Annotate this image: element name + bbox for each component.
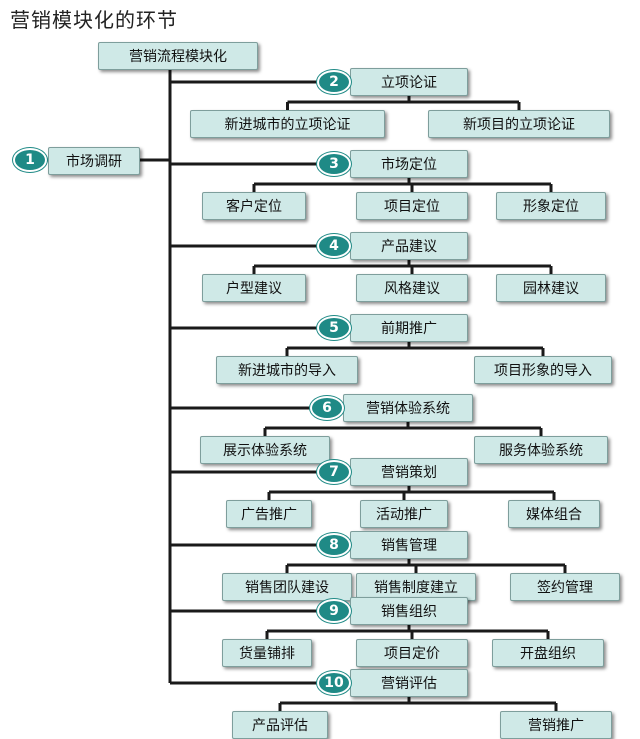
sub-node: 客户定位 (202, 192, 306, 220)
step-badge: 3 (317, 152, 351, 176)
step-badge: 10 (317, 671, 351, 695)
sub-node: 项目形象的导入 (474, 356, 612, 384)
sub-node: 开盘组织 (492, 639, 604, 667)
sub-node: 新进城市的导入 (216, 356, 358, 384)
sub-node: 形象定位 (496, 192, 606, 220)
sub-node: 活动推广 (360, 500, 448, 528)
sub-node: 新进城市的立项论证 (190, 110, 385, 138)
step-badge: 4 (317, 234, 351, 258)
sub-node: 户型建议 (202, 274, 306, 302)
section-node: 营销策划 (350, 458, 468, 486)
sub-node: 新项目的立项论证 (428, 110, 610, 138)
sub-node: 签约管理 (510, 573, 620, 601)
sub-node: 风格建议 (356, 274, 468, 302)
section-node: 营销体验系统 (343, 394, 473, 422)
research-node: 市场调研 (48, 147, 140, 175)
step-badge: 1 (13, 148, 47, 172)
step-badge: 9 (317, 599, 351, 623)
section-node: 销售管理 (350, 531, 468, 559)
step-badge: 2 (317, 70, 351, 94)
sub-node: 展示体验系统 (200, 436, 330, 464)
sub-node: 货量铺排 (222, 639, 312, 667)
section-node: 销售组织 (350, 597, 468, 625)
step-badge: 8 (317, 533, 351, 557)
section-node: 产品建议 (350, 232, 468, 260)
section-node: 市场定位 (350, 150, 468, 178)
sub-node: 产品评估 (232, 711, 328, 739)
sub-node: 园林建议 (496, 274, 606, 302)
section-node: 立项论证 (350, 68, 468, 96)
sub-node: 项目定价 (356, 639, 468, 667)
sub-node: 销售团队建设 (222, 573, 352, 601)
step-badge: 7 (317, 460, 351, 484)
root-node: 营销流程模块化 (98, 42, 258, 70)
section-node: 营销评估 (350, 669, 468, 697)
sub-node: 服务体验系统 (474, 436, 608, 464)
sub-node: 媒体组合 (508, 500, 600, 528)
sub-node: 项目定位 (356, 192, 468, 220)
step-badge: 5 (317, 316, 351, 340)
sub-node: 营销推广 (500, 711, 612, 739)
diagram-title: 营销模块化的环节 (10, 8, 178, 32)
step-badge: 6 (310, 396, 344, 420)
section-node: 前期推广 (350, 314, 468, 342)
sub-node: 销售制度建立 (356, 573, 476, 601)
sub-node: 广告推广 (226, 500, 312, 528)
